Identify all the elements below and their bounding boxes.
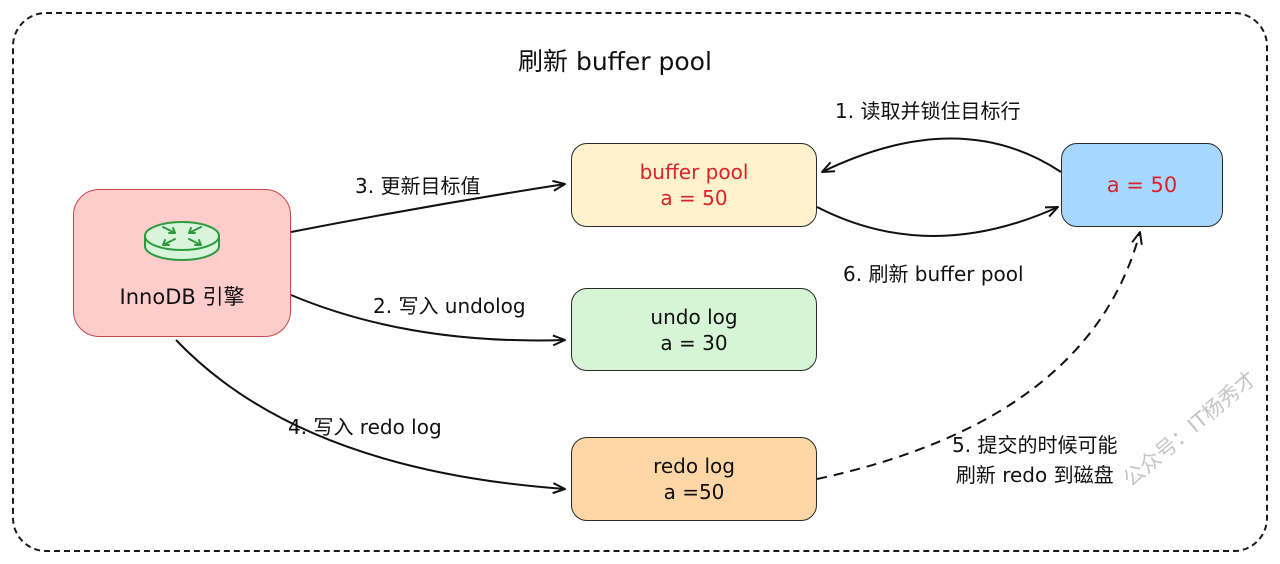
buffer-pool-node: buffer pool a = 50: [571, 143, 817, 227]
arrow-update-target: [290, 179, 566, 233]
arrow-write-redolog: [175, 339, 566, 495]
buffer-pool-value: a = 50: [660, 186, 728, 210]
innodb-engine-node: InnoDB 引擎: [73, 189, 291, 337]
arrow-flush-buffer-pool: [816, 206, 1059, 237]
label-step5-line2: 刷新 redo 到磁盘: [955, 463, 1114, 487]
redo-log-title: redo log: [653, 454, 735, 478]
dashed-border-frame: [12, 12, 1268, 552]
diagram-title: 刷新 buffer pool: [518, 47, 712, 76]
arrow-write-undolog: [290, 294, 566, 347]
redo-log-value: a =50: [663, 480, 725, 504]
undo-log-value: a = 30: [660, 330, 728, 355]
buffer-pool-title: buffer pool: [639, 160, 749, 184]
undo-log-title: undo log: [650, 304, 738, 329]
undo-log-node: undo log a = 30: [571, 288, 817, 371]
arrow-read-lock-row: [821, 137, 1062, 173]
label-step2-undolog: 2. 写入 undolog: [373, 294, 526, 318]
router-icon: [144, 221, 220, 261]
label-step3-update: 3. 更新目标值: [355, 174, 481, 198]
label-step1-read-lock: 1. 读取并锁住目标行: [835, 99, 1021, 123]
label-step6-flush-buffer: 6. 刷新 buffer pool: [843, 262, 1024, 286]
redo-log-node: redo log a =50: [571, 437, 817, 521]
disk-value: a = 50: [1106, 173, 1178, 197]
disk-data-node: a = 50: [1061, 143, 1223, 227]
arrow-commit-flush-redo: [816, 231, 1143, 480]
label-step5-line1: 5. 提交的时候可能: [952, 433, 1118, 457]
label-step4-redolog: 4. 写入 redo log: [288, 415, 442, 439]
innodb-label: InnoDB 引擎: [119, 285, 245, 309]
label-step5-commit: 5. 提交的时候可能 刷新 redo 到磁盘: [952, 430, 1117, 490]
